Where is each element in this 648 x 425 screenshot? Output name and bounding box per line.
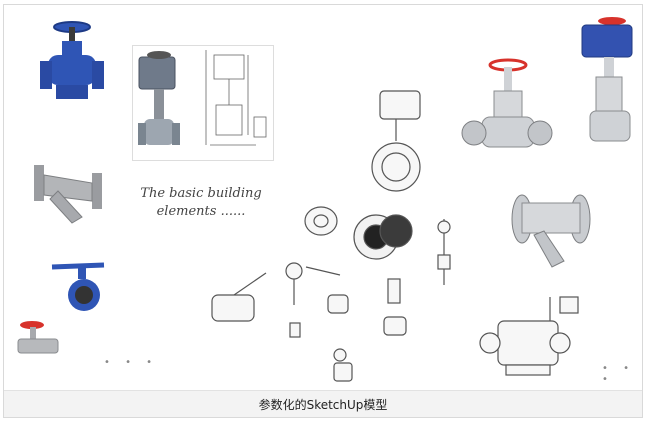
tagline-line-1: The basic building <box>140 186 262 201</box>
image-caption: 参数化的SketchUp模型 <box>258 397 388 412</box>
pagination-dots-left: • • • <box>104 357 159 368</box>
butterfly-valve <box>51 262 105 311</box>
gate-valve-red-handwheel <box>17 321 59 354</box>
globe-valve-red-wheel <box>461 58 553 148</box>
actuated-gate-valve <box>581 17 633 142</box>
y-strainer <box>34 165 102 224</box>
pagination-dots-right: • • • <box>602 363 635 385</box>
caption-bar: 参数化的SketchUp模型 <box>4 390 642 417</box>
valve-illustrations <box>17 17 633 382</box>
flanged-y-strainer <box>511 194 591 268</box>
control-valve-line-model <box>479 296 579 376</box>
valve-collage: The basic building elements ...... • • •… <box>4 5 642 391</box>
tagline: The basic building elements ...... <box>136 185 266 221</box>
electric-actuator-valve <box>138 51 180 145</box>
image-frame: The basic building elements ...... • • •… <box>3 4 643 418</box>
blue-globe-valve <box>40 21 104 99</box>
valve-line-drawing <box>205 50 267 146</box>
tagline-line-2: elements ...... <box>156 204 246 219</box>
sketchup-line-models <box>211 90 451 382</box>
